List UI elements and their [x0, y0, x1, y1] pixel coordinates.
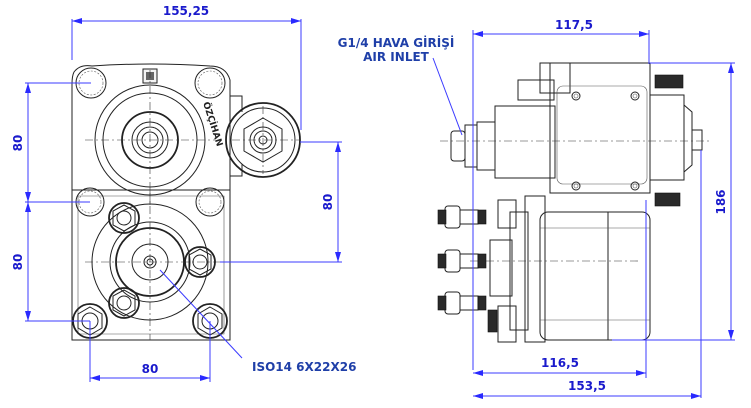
mid-right-mount-hole — [195, 187, 225, 217]
dim-label-bottom-overall: 153,5 — [568, 379, 606, 393]
pump-body — [539, 211, 651, 341]
dim-bottom-inner: 116,5 — [473, 200, 647, 378]
dim-left-vertical: 80 80 — [11, 82, 91, 322]
dim-label-bottom-inner: 116,5 — [541, 356, 579, 370]
dim-label-lower-left: 80 — [11, 254, 25, 271]
side-view: G1/4 HAVA GİRİŞİ AIR INLET 117,5 186 116… — [338, 18, 735, 399]
upper-housing — [549, 62, 651, 194]
dim-top-horizontal: 117,5 — [472, 18, 650, 370]
side-bolt — [437, 291, 487, 315]
side-bolt — [437, 205, 487, 229]
air-inlet-callout: G1/4 HAVA GİRİŞİ AIR INLET — [338, 35, 463, 136]
front-view: ÖZÇİHAN — [11, 4, 356, 382]
dim-bottom-overall: 153,5 — [473, 150, 702, 399]
brand-mark: ÖZÇİHAN — [200, 101, 225, 148]
stud-thread-bottom — [654, 192, 681, 207]
air-inlet-label-en: AIR INLET — [363, 50, 430, 64]
flange-bolt — [108, 287, 140, 319]
valve-body — [494, 105, 556, 179]
flange-bolt — [108, 202, 140, 234]
dim-label-overall-width: 155,25 — [163, 4, 209, 18]
shaft-callout-text: ISO14 6X22X26 — [252, 360, 356, 374]
air-valve-fitting — [225, 95, 301, 178]
dim-right-vertical: 80 — [220, 141, 342, 263]
top-right-mount-hole — [194, 67, 226, 99]
dim-overall-width: 155,25 — [71, 4, 302, 130]
air-inlet-label-tr: G1/4 HAVA GİRİŞİ — [338, 35, 455, 50]
dim-label-height: 186 — [714, 189, 728, 214]
dim-bottom-horizontal: 80 — [89, 321, 211, 382]
dim-label-right: 80 — [321, 194, 335, 211]
upper-flange-outline — [71, 63, 231, 191]
side-bolt — [437, 249, 487, 273]
shaft-callout: ISO14 6X22X26 — [159, 269, 356, 374]
dim-label-top: 117,5 — [555, 18, 593, 32]
dim-label-bottom: 80 — [142, 362, 159, 376]
stud-thread-top — [654, 74, 684, 89]
lower-pump-body — [71, 189, 231, 341]
dim-overall-height: 186 — [612, 62, 735, 341]
dim-label-upper-left: 80 — [11, 135, 25, 152]
flange-bolt — [184, 246, 216, 278]
